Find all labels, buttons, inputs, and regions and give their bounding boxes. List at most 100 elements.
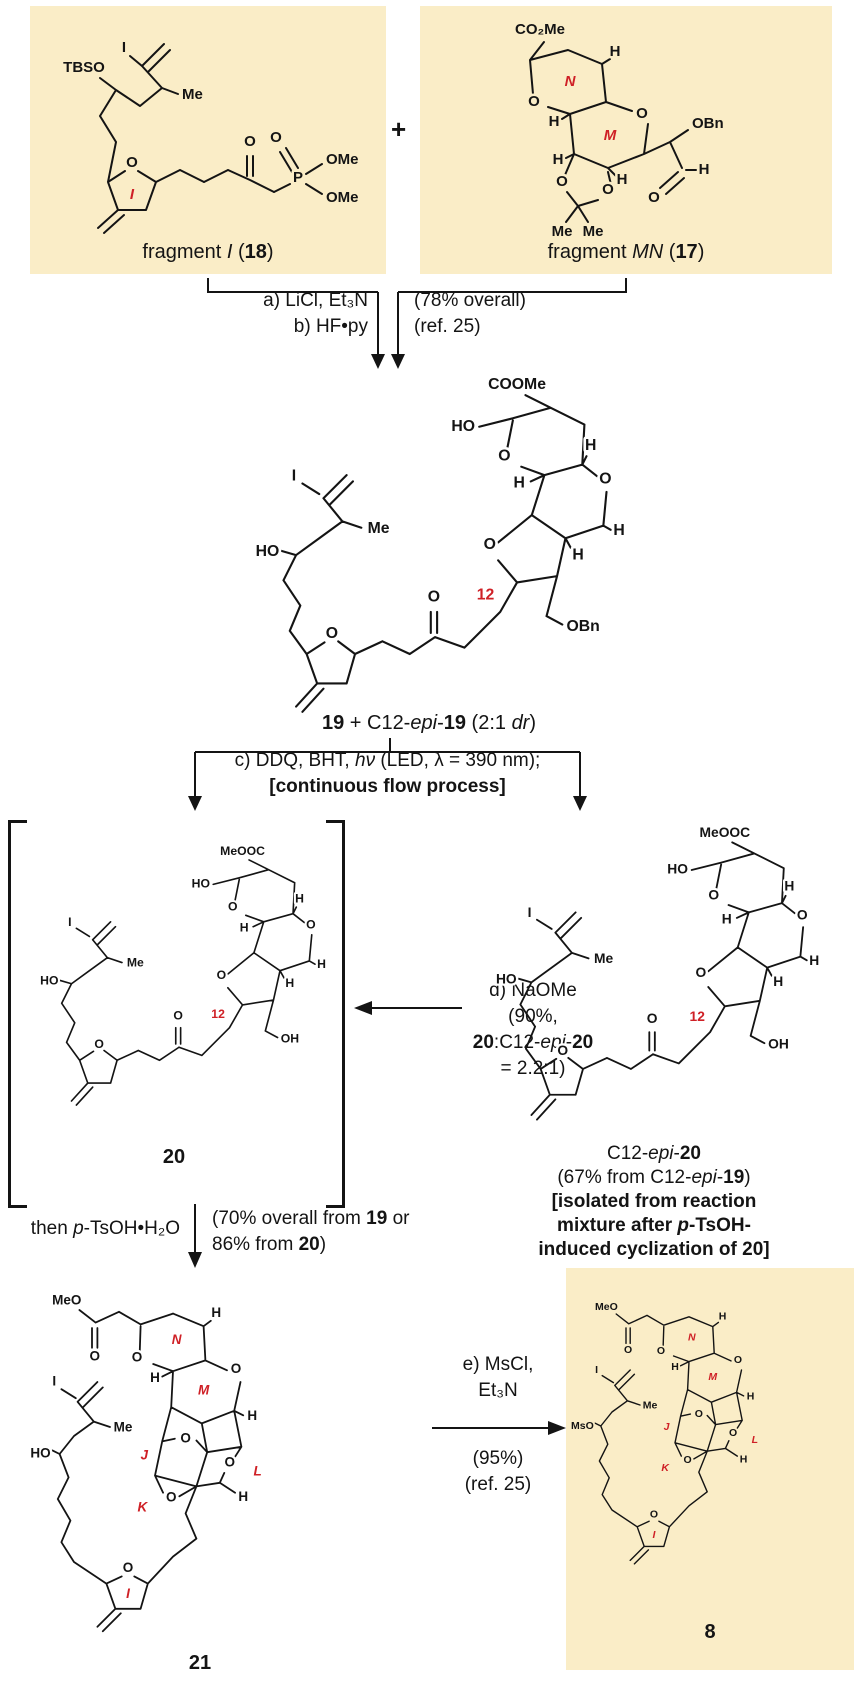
atom-label-hydroxyl: OH: [768, 1036, 789, 1052]
ring-label-M: M: [604, 127, 617, 144]
arrow-step-d: [354, 1001, 462, 1015]
atom-label-aldehyde-oxygen: O: [648, 189, 660, 206]
structure-21: HO: [28, 1274, 380, 1652]
step-ab-yield: (78% overall): [414, 290, 526, 311]
arrow-step-then: [188, 1204, 202, 1268]
caption-compound-8: 8: [704, 1621, 716, 1643]
arrow-step-c: [188, 738, 587, 811]
plus-sign: +: [391, 114, 407, 144]
atom-label-stereo-h: H: [617, 171, 628, 188]
structure-19: COOMe OBn: [235, 373, 635, 735]
atom-label-methyl: Me: [552, 223, 573, 240]
epi-20-note-line1: [isolated from reaction: [551, 1191, 757, 1212]
atom-label-iodine: I: [122, 39, 126, 56]
skeleton-epi-20: [496, 842, 819, 1119]
labels: COOMe OBn: [486, 373, 603, 637]
epi-20-note-line2: mixture after p-TsOH-: [557, 1215, 751, 1236]
atom-label-ketone-oxygen: O: [244, 133, 256, 150]
atom-label-stereo-h: H: [549, 113, 560, 130]
atom-label-aldehyde-h: H: [699, 161, 710, 178]
labels: CO₂Me O N H O M H H H O O Me Me OBn O H: [512, 19, 726, 243]
atom-label-phosphoryl-oxygen: O: [270, 129, 282, 146]
step-c-conditions: c) DDQ, BHT, hν (LED, λ = 390 nm); [cont…: [200, 748, 575, 800]
ring-label-N: N: [565, 73, 577, 90]
atom-label-methyl: Me: [583, 223, 604, 240]
atom-label-methoxy: OMe: [326, 151, 359, 168]
atom-label-stereo-h: H: [553, 151, 564, 168]
step-then-conditions: then p-TsOH•H₂O: [30, 1218, 180, 1239]
atom-label-phosphorus: P: [293, 169, 303, 186]
atom-label-methyl: Me: [182, 86, 203, 103]
fragment-17-panel: CO₂Me O N H O M H H H O O Me Me OBn O H …: [420, 6, 832, 274]
structure-epi-20: MeOOC OH: [478, 822, 828, 1140]
atom-label-ring-oxygen: O: [636, 105, 648, 122]
atom-label-obn: OBn: [567, 618, 600, 635]
arrowhead: [188, 796, 202, 811]
step-then-yield-line2: 86% from 20): [212, 1234, 327, 1255]
step-d-line3: 20:C12-epi-20: [472, 1032, 594, 1053]
caption-compound-20: 20: [162, 1146, 186, 1168]
atom-label-thf-oxygen: O: [126, 154, 138, 171]
arrowhead: [354, 1001, 372, 1015]
labels: MeOOC OH: [218, 842, 301, 1047]
caption-compound-19: 19 + C12-epi-19 (2:1 dr): [321, 712, 537, 734]
structure-fragment-18: TBSO I Me O I O P O OMe OMe: [61, 37, 361, 234]
atom-label-hydroxyl: HO: [30, 1446, 50, 1461]
skeleton-8: [595, 1301, 758, 1564]
structure-fragment-17: CO₂Me O N H O M H H H O O Me Me OBn O H: [512, 19, 726, 243]
atom-label-methoxy: OMe: [326, 189, 359, 206]
atom-label-tbso: TBSO: [63, 59, 105, 76]
atom-label-acetonide-oxygen: O: [602, 181, 614, 198]
arrowhead: [573, 796, 587, 811]
epi-20-note-line3: induced cyclization of 20]: [538, 1239, 770, 1260]
caption-compound-epi-20: C12-epi-20 (67% from C12-epi-19) [isolat…: [468, 1142, 840, 1262]
step-c-line2: [continuous flow process]: [269, 776, 506, 797]
arrowhead: [391, 354, 405, 369]
step-c-line1: c) DDQ, BHT, hν (LED, λ = 390 nm);: [234, 750, 541, 771]
arrow-step-ab: [207, 278, 627, 369]
labels: MsO: [570, 1418, 596, 1434]
caption-fragment-18: fragment I (18): [142, 241, 274, 263]
atom-label-acetonide-oxygen: O: [556, 173, 568, 190]
arrowhead: [371, 354, 385, 369]
ring-label-I: I: [130, 186, 135, 203]
structure-8: MsO: [570, 1286, 850, 1580]
labels: MeOOC OH: [697, 822, 791, 1054]
step-a-conditions: a) LiCl, Et₃N: [263, 290, 368, 311]
arrowhead: [548, 1421, 566, 1435]
structure-20: MeOOC OH: [24, 842, 334, 1123]
step-d-line2: (90%,: [508, 1006, 558, 1027]
skeleton-20: [40, 860, 326, 1105]
labels: HO: [28, 1443, 53, 1463]
epi-20-name: C12-epi-20: [606, 1143, 701, 1164]
atom-label-ester: COOMe: [488, 376, 546, 393]
skeleton-21: [52, 1293, 262, 1632]
arrow-step-e: [432, 1421, 566, 1435]
atom-label-ester: CO₂Me: [515, 21, 565, 38]
step-e-yield-line2: (ref. 25): [464, 1474, 532, 1495]
step-then-yield-line1: (70% overall from 19 or: [212, 1208, 410, 1229]
caption-fragment-17: fragment MN (17): [547, 241, 705, 263]
atom-label-obn: OBn: [692, 115, 724, 132]
atom-label-ring-oxygen: O: [528, 93, 540, 110]
step-e-line2: Et₃N: [478, 1380, 518, 1401]
arrowhead: [188, 1252, 202, 1268]
bracket-left: [8, 820, 27, 1208]
epi-20-yield: (67% from C12-epi-19): [557, 1167, 751, 1188]
atom-label-mesylate: MsO: [571, 1420, 594, 1432]
atom-label-ester: MeOOC: [700, 824, 751, 840]
bonds: [529, 41, 697, 223]
compound-8-panel: MsO 8: [566, 1268, 854, 1670]
skeleton-19: [256, 395, 625, 712]
step-e-conditions: e) MsCl, Et₃N: [424, 1352, 572, 1404]
step-then-yield: (70% overall from 19 or 86% from 20): [212, 1206, 492, 1258]
step-e-yield: (95%) (ref. 25): [424, 1446, 572, 1498]
labels: TBSO I Me O I O P O OMe OMe: [61, 37, 361, 209]
step-b-conditions: b) HF•py: [293, 316, 368, 337]
step-e-yield-line1: (95%): [472, 1448, 524, 1469]
bonds: [97, 43, 323, 234]
fragment-18-panel: TBSO I Me O I O P O OMe OMe fragment I (…: [30, 6, 386, 274]
caption-compound-21: 21: [188, 1652, 212, 1674]
atom-label-stereo-h: H: [610, 43, 621, 60]
